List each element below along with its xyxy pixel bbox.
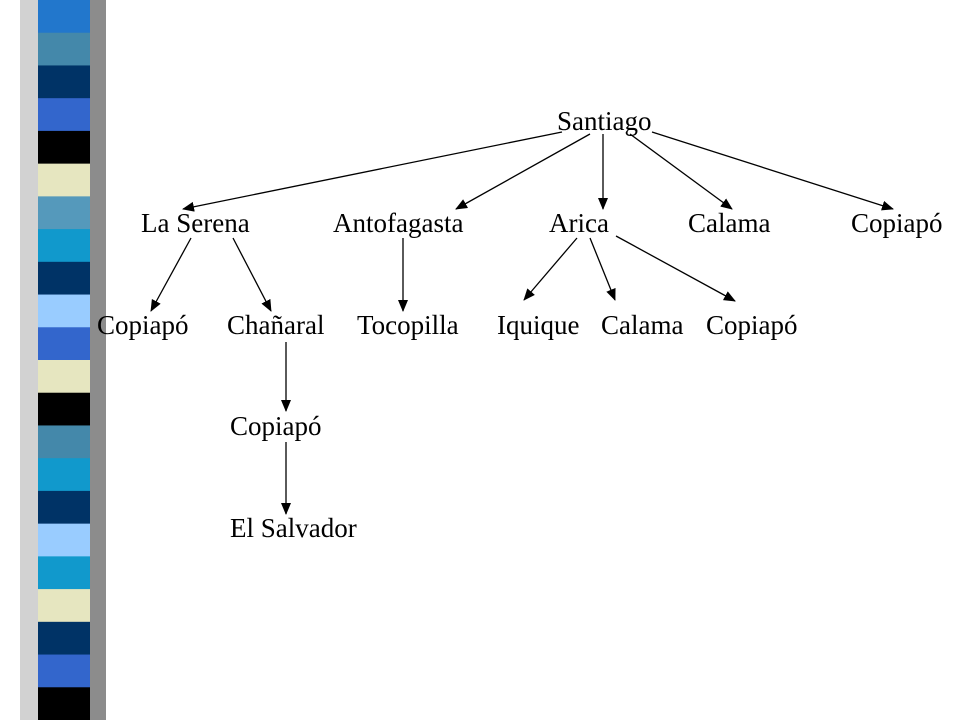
band-stripe (38, 458, 90, 492)
node-tocopilla: Tocopilla (357, 310, 459, 340)
band-stripe (38, 490, 90, 525)
band-stripe (38, 32, 90, 66)
band-stripe (38, 163, 90, 197)
band-stripe (38, 196, 90, 230)
band-stripe (38, 294, 90, 328)
edge-arica-to-calama-2 (589, 237, 616, 301)
band-stripe (38, 589, 90, 623)
node-calama: Calama (688, 208, 771, 238)
edge-santiago-to-copiapo-1 (651, 131, 894, 211)
band-shadow (90, 0, 106, 720)
node-antofagasta: Antofagasta (333, 208, 464, 238)
band-stripe (38, 98, 90, 132)
band-shadow (20, 0, 38, 720)
node-copiapo: Copiapó (851, 208, 943, 238)
node-chanaral: Chañaral (227, 310, 325, 340)
node-copiapo: Copiapó (230, 411, 322, 441)
edge-santiago-to-antofagasta (455, 133, 591, 210)
band-stripe (38, 392, 90, 426)
band-stripe (38, 523, 90, 557)
edge-santiago-to-la-serena (182, 131, 563, 212)
node-arica: Arica (549, 208, 609, 238)
decorative-stripe-band (20, 0, 106, 720)
band-stripe (38, 621, 90, 656)
band-stripe (38, 327, 90, 361)
node-la-serena: La Serena (141, 208, 250, 238)
edge-la-serena-to-copiapo-2 (150, 237, 192, 312)
edge-arica-to-copiapo-3 (615, 235, 736, 302)
node-copiapo: Copiapó (706, 310, 798, 340)
band-stripe (38, 687, 90, 720)
band-stripe (38, 130, 90, 165)
node-el-salvador: El Salvador (230, 513, 357, 543)
edge-arica-to-iquique (523, 237, 578, 301)
node-santiago: Santiago (557, 106, 652, 136)
band-stripe (38, 360, 90, 394)
band-stripe (38, 65, 90, 99)
edge-santiago-to-calama-1 (629, 133, 733, 210)
band-stripe (38, 556, 90, 590)
band-stripe (38, 229, 90, 263)
band-stripe (38, 654, 90, 688)
band-stripe (38, 425, 90, 459)
node-calama: Calama (601, 310, 684, 340)
band-stripe (38, 261, 90, 296)
node-copiapo: Copiapó (97, 310, 189, 340)
band-stripe (38, 0, 90, 34)
node-iquique: Iquique (497, 310, 580, 340)
edge-la-serena-to-chanaral (232, 237, 272, 312)
